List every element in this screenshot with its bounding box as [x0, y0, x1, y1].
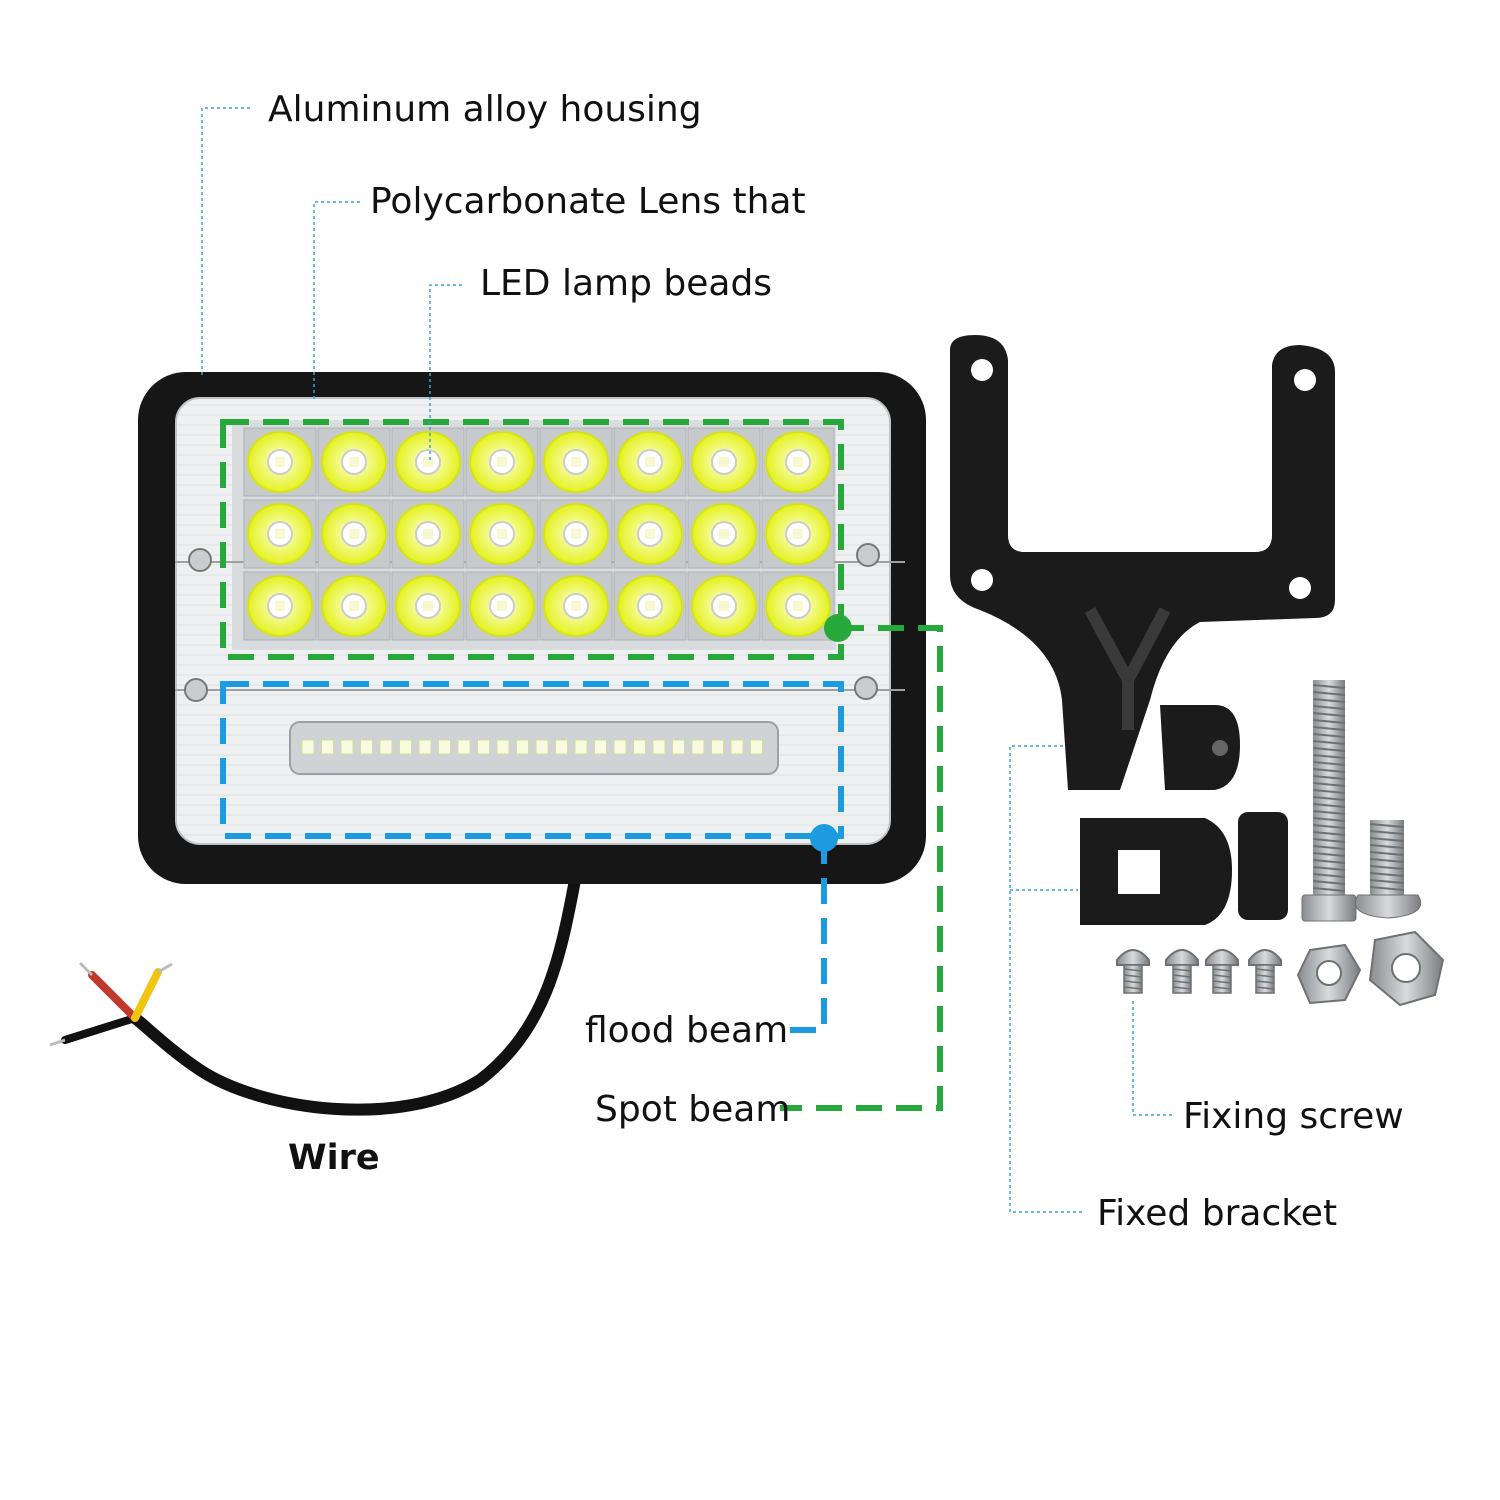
- label-polycarbonate-lens: Polycarbonate Lens that: [370, 181, 806, 222]
- label-fixing-screw: Fixing screw: [1183, 1096, 1404, 1137]
- flood-strip-leds: [301, 739, 763, 755]
- label-led-beads: LED lamp beads: [480, 263, 773, 304]
- flood-beam-outline: [220, 681, 844, 839]
- flood-beam-leader: [780, 824, 838, 1033]
- label-wire: Wire: [288, 1138, 380, 1178]
- spot-beam-outline: [220, 419, 844, 660]
- led-work-light-icon: [138, 372, 926, 884]
- label-leaders: [201, 107, 1172, 1213]
- led-lamp-beads: [243, 427, 835, 641]
- label-aluminum-housing: Aluminum alloy housing: [268, 89, 702, 130]
- label-fixed-bracket: Fixed bracket: [1097, 1193, 1338, 1234]
- mounting-bracket-icon: [950, 335, 1335, 790]
- screw-bolt-nut-icon: [1080, 680, 1445, 1007]
- spot-beam-leader: [780, 614, 943, 1111]
- label-spot-beam: Spot beam: [595, 1089, 791, 1130]
- wire-icon: [49, 874, 581, 1116]
- label-flood-beam: flood beam: [585, 1010, 789, 1051]
